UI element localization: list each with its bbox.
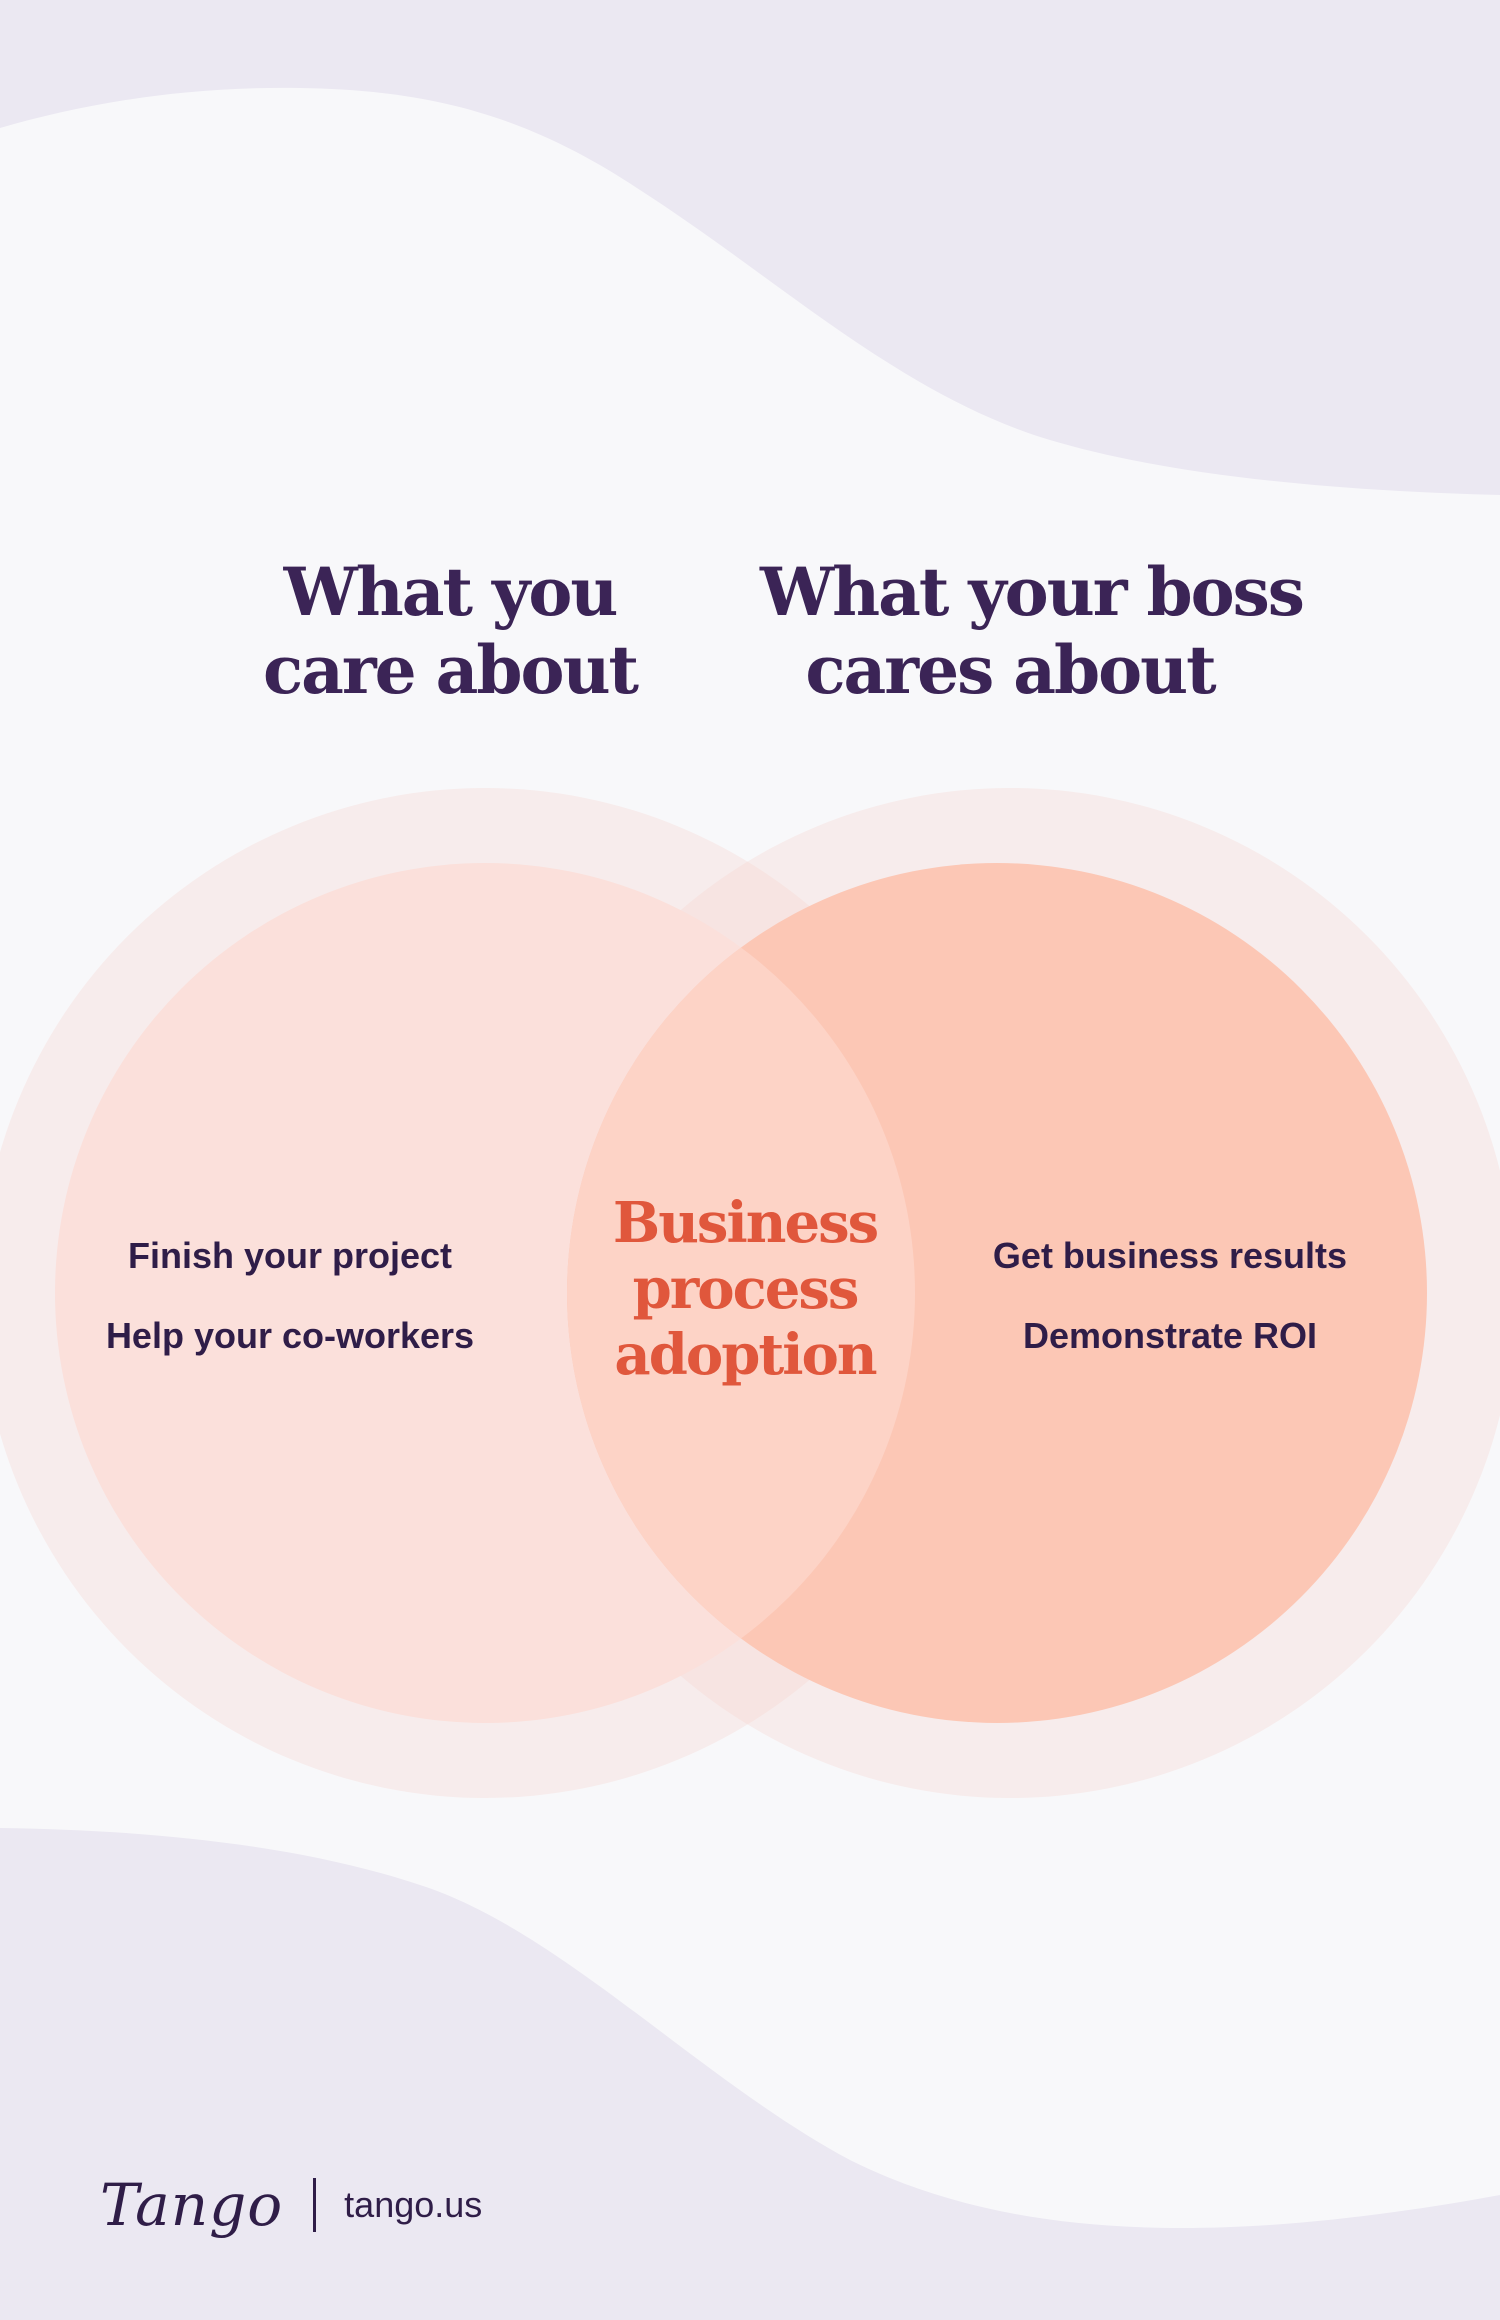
right-heading-line-2: cares about [805,631,1216,709]
left-heading: What you care about [200,553,700,709]
list-item: Help your co-workers [105,1315,475,1356]
top-wave [0,0,1500,495]
bottom-wave [0,1828,1500,2320]
tango-logo: Tango [100,2171,284,2239]
footer: Tango tango.us [100,2165,482,2245]
left-heading-line-1: What you [283,553,619,631]
overlap-label-line-1: Business [612,1190,879,1256]
footer-divider [313,2178,317,2232]
list-item: Finish your project [127,1235,453,1276]
website-link[interactable]: tango.us [344,2184,483,2225]
right-heading-line-1: What your boss [760,553,1305,631]
list-item: Demonstrate ROI [1022,1315,1318,1356]
right-heading: What your boss cares about [760,553,1305,709]
left-heading-line-2: care about [262,631,639,709]
overlap-label-line-3: adoption [614,1322,877,1388]
overlap-label: Business process adoption [560,1190,930,1388]
list-item: Get business results [992,1235,1348,1276]
right-circle-items: Get business results Demonstrate ROI [940,1236,1400,1396]
left-circle-items: Finish your project Help your co-workers [60,1236,520,1396]
overlap-label-line-2: process [632,1256,860,1322]
overlap-region [567,863,915,1723]
